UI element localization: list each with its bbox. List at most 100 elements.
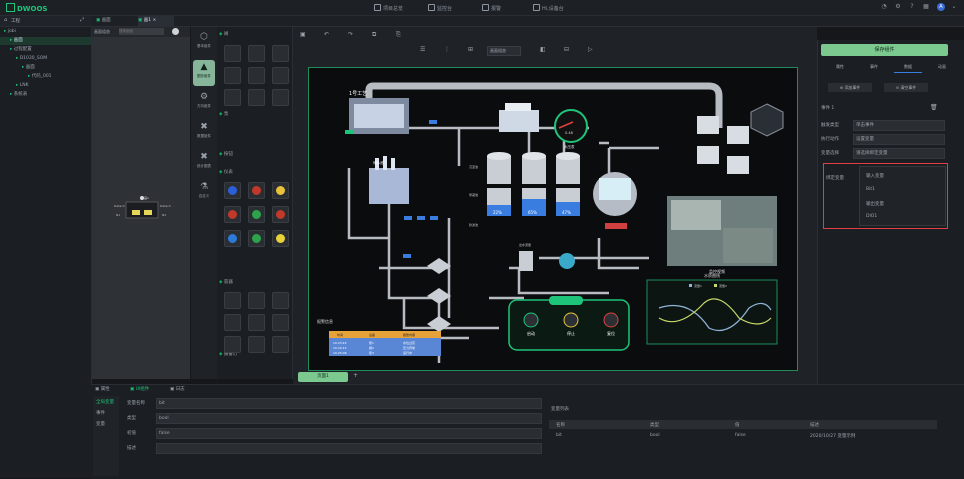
global-variables-item[interactable]: 全局变量 <box>96 400 114 405</box>
add-page-button[interactable]: + <box>353 372 359 379</box>
toolbar-4[interactable]: ⎘ <box>396 31 401 38</box>
dropdown-option-1[interactable]: 输入变量 <box>866 174 884 179</box>
save-component-button[interactable]: 保存组件 <box>821 44 948 56</box>
bottom-tab-log[interactable]: ▣ 日志 <box>170 387 185 392</box>
user-avatar[interactable]: A <box>937 3 945 11</box>
toolbar-2[interactable]: ↷ <box>348 31 354 38</box>
library-button-component[interactable] <box>248 206 265 223</box>
industrial-components-tab[interactable]: ✖数据组件 <box>193 120 215 146</box>
tree-item[interactable]: ▸ 系统表 <box>0 91 101 99</box>
library-section-pump[interactable]: ◈ 按钮 <box>219 150 289 159</box>
tree-item[interactable]: ▸ 画面 <box>0 64 113 72</box>
right-tab-0[interactable]: 属性 <box>836 64 844 69</box>
library-meter-component[interactable] <box>272 314 289 331</box>
toolbar-0[interactable]: ▣ <box>300 31 306 38</box>
library-component[interactable] <box>248 67 265 84</box>
library-button-component[interactable] <box>224 230 241 247</box>
library-button-component[interactable] <box>272 182 289 199</box>
app-logo[interactable]: DWOOS <box>6 3 48 13</box>
nav-monitor-console[interactable]: 监控台 <box>428 4 452 12</box>
toolbar-3[interactable]: ⧉ <box>372 31 377 38</box>
reset-button-label[interactable]: 复位 <box>607 330 615 336</box>
library-section-button[interactable]: ◈ 仪表 <box>219 168 289 177</box>
chevron-down-icon[interactable]: ⌄ <box>951 3 957 10</box>
library-button-component[interactable] <box>248 230 265 247</box>
dropdown-option-2[interactable]: Bit1 <box>866 187 875 192</box>
bell-icon[interactable]: ◔ <box>881 3 887 10</box>
form-field[interactable]: bit <box>156 398 542 409</box>
clear-event-button[interactable]: ⊖ 清空事件 <box>884 83 928 92</box>
right-tab-3[interactable]: 动画 <box>938 64 946 69</box>
nav-device[interactable]: Hi,设备台 <box>533 4 564 12</box>
library-component[interactable] <box>248 45 265 62</box>
preview-search-input[interactable]: 搜索画面 <box>119 28 164 35</box>
library-button-component[interactable] <box>272 206 289 223</box>
property-value[interactable]: 单击事件 <box>853 120 945 131</box>
table-cell[interactable]: 2020/10/27 变量示例 <box>810 434 856 439</box>
tree-item[interactable]: ▸ 过程配置 <box>0 46 101 54</box>
library-section-meter[interactable]: ◈ 容器 <box>219 278 289 287</box>
toolbar-5[interactable]: ☰ <box>420 46 426 53</box>
toggle-icon[interactable] <box>172 28 179 35</box>
table-cell[interactable]: bool <box>650 433 660 438</box>
library-button-component[interactable] <box>224 182 241 199</box>
expand-icon[interactable]: ⤢ <box>80 17 85 23</box>
library-component[interactable] <box>224 45 241 62</box>
form-field[interactable]: bool <box>156 413 542 424</box>
form-field[interactable] <box>156 443 542 454</box>
tree-item[interactable]: ▸ D1030_SOM <box>0 55 107 63</box>
variables-item[interactable]: 变量 <box>96 422 105 427</box>
help-icon[interactable]: ? <box>910 3 914 10</box>
form-field[interactable]: false <box>156 428 542 439</box>
library-section-valve[interactable]: ◈ 泵 <box>219 110 289 119</box>
doc-tab-screen1[interactable]: ▣ 画1 × <box>138 16 174 26</box>
graphic-components-tab[interactable]: ▲图形组件 <box>193 60 215 86</box>
library-component[interactable] <box>224 67 241 84</box>
library-component[interactable] <box>272 67 289 84</box>
library-meter-component[interactable] <box>248 336 265 353</box>
general-components-tab[interactable]: ⚙方向组件 <box>193 90 215 116</box>
right-tab-2[interactable]: 数据 <box>894 62 922 73</box>
nav-alarm[interactable]: 报警 <box>482 4 501 12</box>
toolbar-10[interactable]: ◧ <box>540 46 546 53</box>
toolbar-7[interactable]: ⊞ <box>468 46 474 53</box>
library-meter-component[interactable] <box>224 314 241 331</box>
library-component[interactable] <box>272 45 289 62</box>
mini-screen-thumbnail[interactable]: 画1 Detach Detach N1 N2 <box>112 190 172 226</box>
library-component[interactable] <box>272 89 289 106</box>
settings-icon[interactable]: ⚙ <box>895 3 901 10</box>
tree-item[interactable]: ▸ jobi <box>0 28 95 36</box>
delete-icon[interactable]: 🗑 <box>930 104 938 111</box>
library-component[interactable] <box>248 89 265 106</box>
library-button-component[interactable] <box>224 206 241 223</box>
dropdown-option-4[interactable]: DIO1 <box>866 214 878 219</box>
stop-button-label[interactable]: 停止 <box>567 330 575 336</box>
library-meter-component[interactable] <box>248 292 265 309</box>
toolbar-12[interactable]: ▷ <box>588 46 593 53</box>
grid-icon[interactable]: ▦ <box>923 3 929 10</box>
library-meter-component[interactable] <box>224 336 241 353</box>
bottom-tab-ui[interactable]: ▣ UI组件 <box>130 387 150 392</box>
zoom-select[interactable]: 画面组态 <box>487 46 521 56</box>
add-event-button[interactable]: ⊕ 添加事件 <box>828 83 872 92</box>
events-item[interactable]: 事件 <box>96 411 105 416</box>
tree-item[interactable]: ▸ 画面 <box>0 37 101 45</box>
variable-dropdown[interactable]: 绑定变量 输入变量 Bit1 输出变量 DIO1 <box>823 163 948 229</box>
table-cell[interactable]: bit <box>556 433 562 438</box>
toolbar-1[interactable]: ↶ <box>324 31 330 38</box>
library-button-component[interactable] <box>272 230 289 247</box>
library-button-component[interactable] <box>248 182 265 199</box>
library-section-basic[interactable]: ◈ 阀 <box>219 30 289 39</box>
property-value[interactable]: 设置变量 <box>853 134 945 145</box>
dropdown-option-3[interactable]: 输出变量 <box>866 202 884 207</box>
property-value[interactable]: 请选择绑定变量 <box>853 148 945 159</box>
bottom-tab-properties[interactable]: ▣ 属性 <box>95 387 110 392</box>
library-meter-component[interactable] <box>272 336 289 353</box>
tree-item[interactable]: ▸ LNK <box>0 82 107 90</box>
basic-components-tab[interactable]: ⬡基本组件 <box>193 30 215 56</box>
library-meter-component[interactable] <box>248 314 265 331</box>
library-section-container[interactable]: ◈ 报警灯 <box>219 350 289 359</box>
toolbar-6[interactable]: ⋮ <box>444 46 450 53</box>
start-button-label[interactable]: 启动 <box>527 330 535 336</box>
page-tab-1[interactable]: 页面1 <box>298 372 348 382</box>
